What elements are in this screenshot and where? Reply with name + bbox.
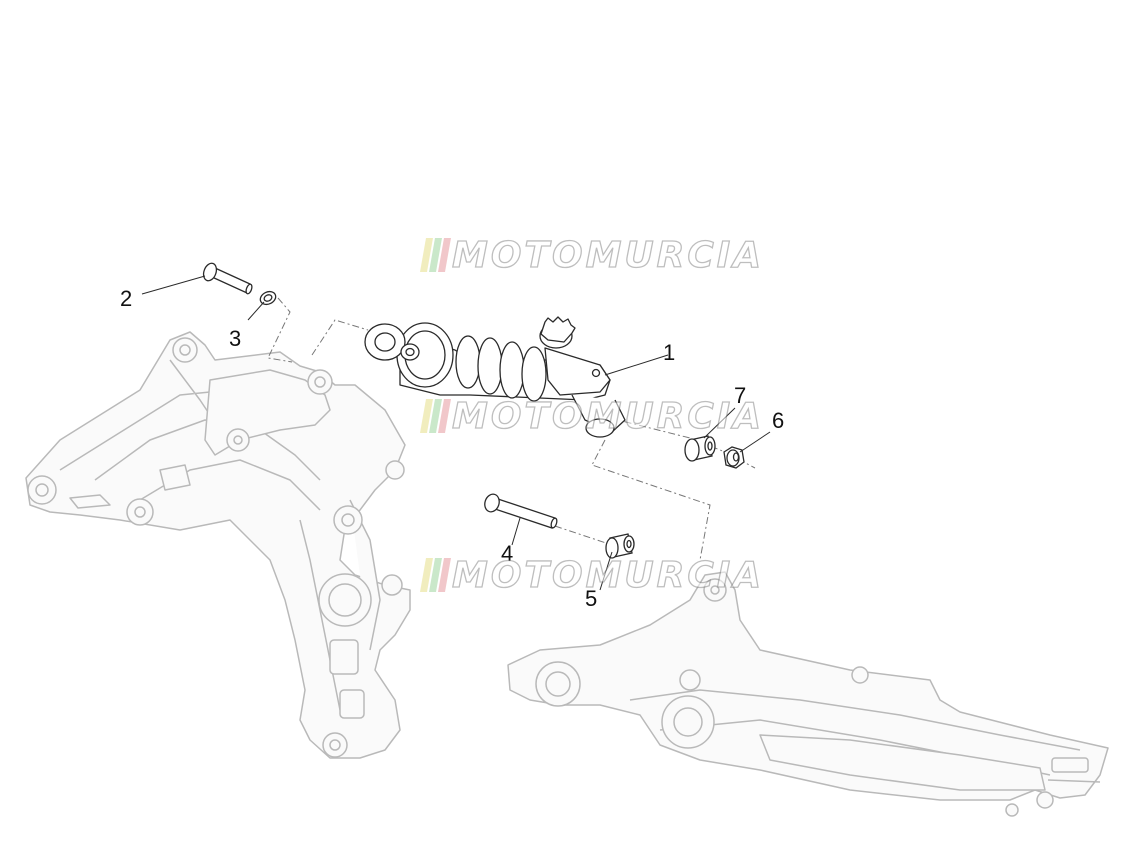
callout-number-2: 2: [120, 286, 133, 311]
callout-number-3: 3: [229, 326, 242, 351]
swingarm: [507, 571, 1109, 817]
watermark-logo: MOTOMURCIA: [420, 395, 762, 437]
nut-part-6: [723, 446, 745, 469]
pin-bolt-part-2: [202, 262, 253, 295]
watermark-text: MOTOMURCIA: [451, 395, 765, 437]
bushing-part-5: [605, 533, 635, 559]
callout-number-7: 7: [734, 383, 747, 408]
callout-number-5: 5: [585, 586, 598, 611]
pin-bolt-part-4: [484, 493, 558, 529]
watermark-logo: MOTOMURCIA: [420, 234, 762, 276]
watermark-logo: MOTOMURCIA: [420, 554, 762, 596]
callout-number-1: 1: [663, 340, 676, 365]
leader-lines: [141, 275, 771, 591]
washer-part-3: [259, 290, 277, 306]
watermark-text: MOTOMURCIA: [451, 234, 765, 276]
callout-number-4: 4: [501, 541, 514, 566]
bushing-part-7: [684, 435, 716, 462]
frame-bracket: [25, 331, 411, 759]
callout-number-6: 6: [772, 408, 785, 433]
shock-absorber-part-1: [364, 316, 626, 438]
watermark-text: MOTOMURCIA: [451, 554, 765, 596]
